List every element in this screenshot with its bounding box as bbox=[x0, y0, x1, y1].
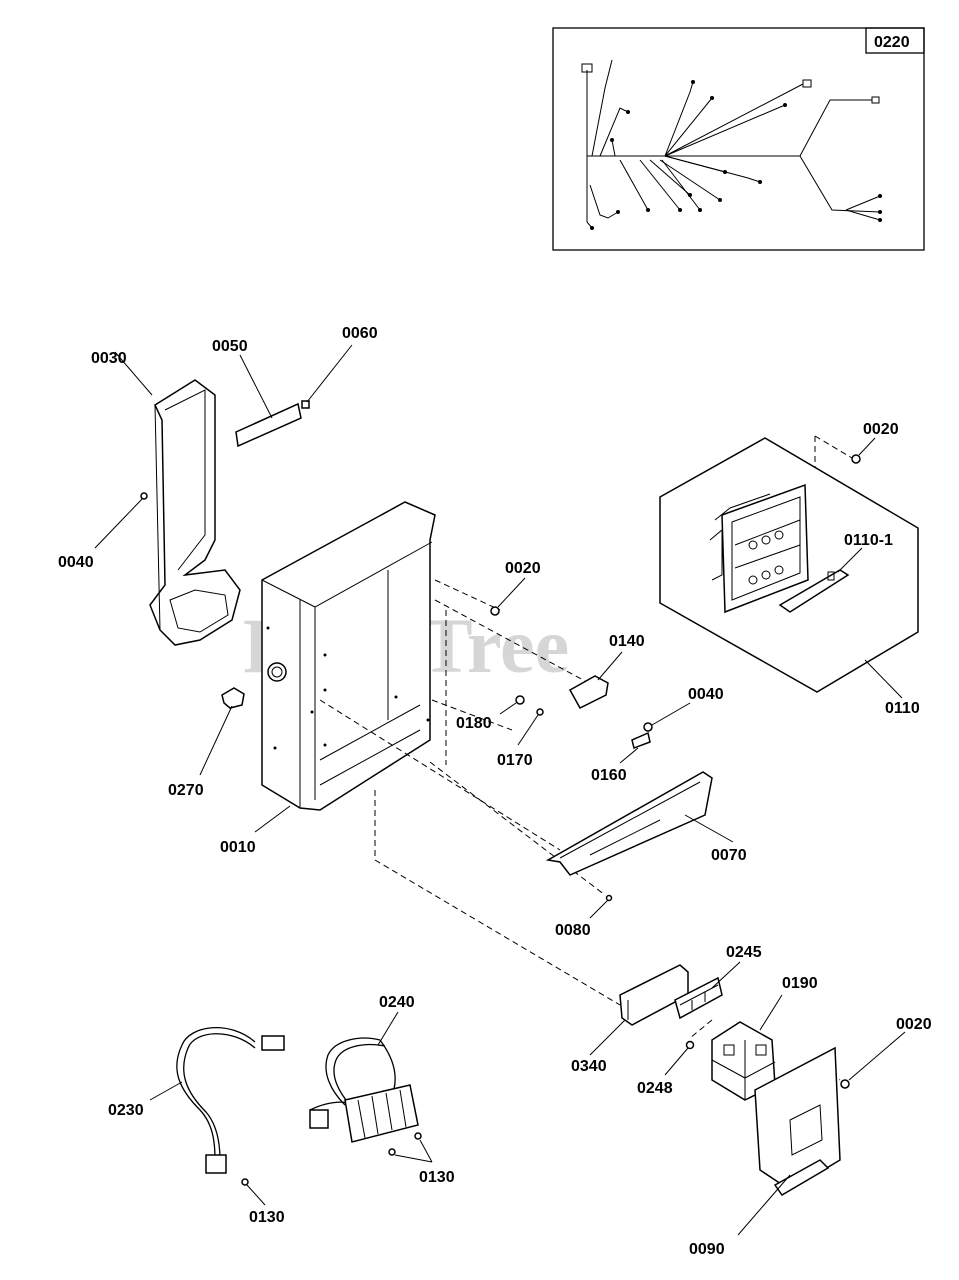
screw-0020-bottom bbox=[840, 1079, 850, 1089]
nut-0180 bbox=[515, 695, 525, 705]
screw-0040-left bbox=[140, 492, 148, 500]
callout-0090: 0090 bbox=[689, 1241, 725, 1258]
callout-0040-top: 0040 bbox=[58, 554, 94, 571]
rail-0070 bbox=[545, 771, 713, 876]
cover-plate-0090 bbox=[754, 1046, 841, 1196]
callout-0130-right: 0130 bbox=[419, 1169, 455, 1186]
callout-0060: 0060 bbox=[342, 325, 378, 342]
callout-0190: 0190 bbox=[782, 975, 818, 992]
wire-harness-0230 bbox=[176, 1027, 285, 1174]
callout-0080: 0080 bbox=[555, 922, 591, 939]
callout-0160: 0160 bbox=[591, 767, 627, 784]
cover-0030 bbox=[149, 379, 241, 646]
callout-0270: 0270 bbox=[168, 782, 204, 799]
callout-labels: 0030 0050 0060 0040 0020 0110-1 0020 014… bbox=[58, 325, 932, 1258]
clips-0245 bbox=[674, 976, 723, 1020]
callout-0110-1: 0110-1 bbox=[844, 532, 893, 549]
callout-0070: 0070 bbox=[711, 847, 747, 864]
callout-0020-mid: 0020 bbox=[505, 560, 541, 577]
callout-0050: 0050 bbox=[212, 338, 248, 355]
bracket-0340 bbox=[619, 964, 689, 1026]
plate-0050 bbox=[235, 402, 302, 448]
nut-0060 bbox=[301, 400, 310, 409]
screw-0040-mid bbox=[643, 722, 653, 732]
screw-0020-top bbox=[851, 454, 861, 464]
screws-0130-right bbox=[388, 1132, 422, 1156]
callout-0220: 0220 bbox=[874, 34, 910, 51]
enclosure-box-0010 bbox=[261, 501, 436, 811]
callout-0020-top: 0020 bbox=[863, 421, 899, 438]
callout-0340: 0340 bbox=[571, 1058, 607, 1075]
callout-0020-bottom: 0020 bbox=[896, 1016, 932, 1033]
bracket-0140 bbox=[568, 675, 609, 709]
control-panel-0110 bbox=[709, 483, 809, 614]
wire-harness-0240 bbox=[309, 1037, 419, 1143]
callout-0180: 0180 bbox=[456, 715, 492, 732]
callout-0245: 0245 bbox=[726, 944, 762, 961]
callout-0230: 0230 bbox=[108, 1102, 144, 1119]
callout-0010: 0010 bbox=[220, 839, 256, 856]
wiring-harness-0220 bbox=[581, 59, 881, 229]
callout-0030: 0030 bbox=[91, 350, 127, 367]
control-panel-inset-0110 bbox=[659, 437, 919, 693]
callout-0248: 0248 bbox=[637, 1080, 673, 1097]
callout-0110: 0110 bbox=[885, 700, 920, 717]
screw-0130-left bbox=[241, 1178, 249, 1186]
screw-0080 bbox=[605, 894, 613, 902]
callout-0140: 0140 bbox=[609, 633, 645, 650]
usb-module-0110-1 bbox=[778, 569, 850, 613]
callout-0130-left: 0130 bbox=[249, 1209, 285, 1226]
wiring-harness-inset: 0220 bbox=[552, 27, 925, 251]
screw-0160 bbox=[631, 731, 651, 749]
clip-0270 bbox=[221, 687, 245, 709]
washer-0170 bbox=[536, 708, 544, 716]
callout-0170: 0170 bbox=[497, 752, 533, 769]
callout-0240: 0240 bbox=[379, 994, 415, 1011]
screw-0248 bbox=[685, 1040, 695, 1050]
screw-0020-mid bbox=[490, 606, 500, 616]
callout-0040-mid: 0040 bbox=[688, 686, 724, 703]
